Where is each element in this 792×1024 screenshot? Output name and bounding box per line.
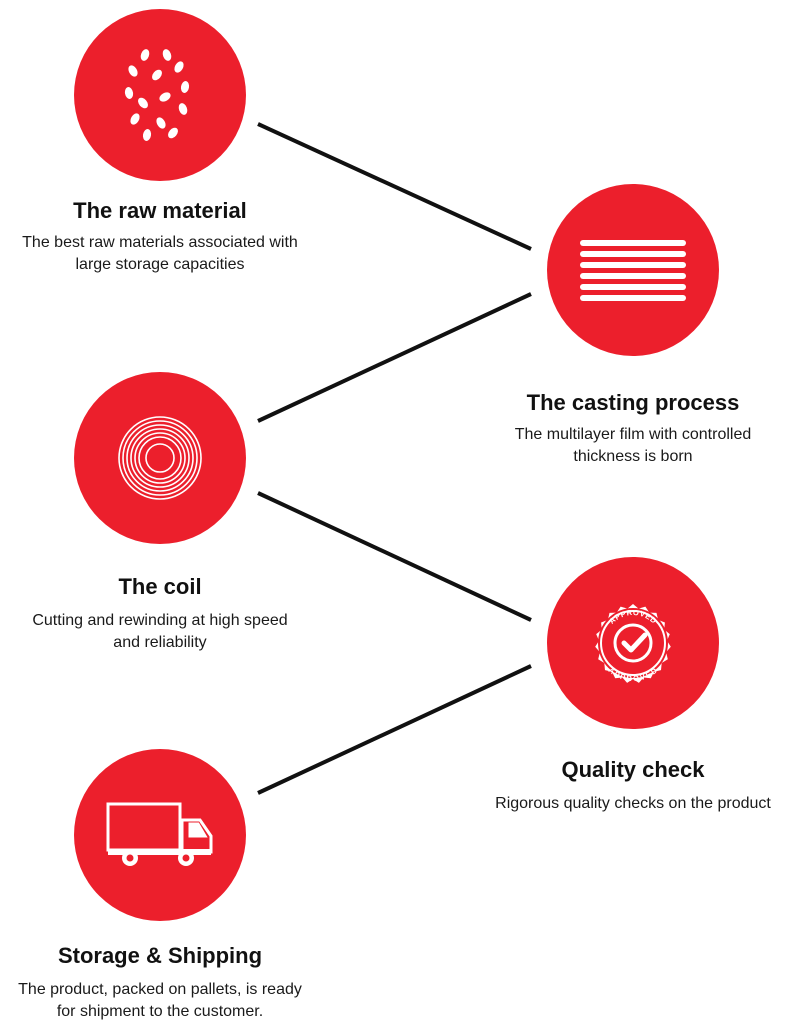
coil-circle xyxy=(74,372,246,544)
coil-icon xyxy=(118,416,202,500)
quality-check-text: Quality check Rigorous quality checks on… xyxy=(472,757,792,815)
quality-check-circle: APPROVED APPROVED xyxy=(547,557,719,729)
storage-shipping-description: The product, packed on pallets, is ready… xyxy=(18,981,302,1020)
layers-icon xyxy=(580,240,686,301)
casting-process-title: The casting process xyxy=(526,390,740,415)
storage-shipping-text: Storage & Shipping The product, packed o… xyxy=(0,943,320,1023)
seeds-icon xyxy=(124,49,190,141)
coil-title: The coil xyxy=(118,574,202,599)
connector-coil-to-quality xyxy=(257,491,532,622)
quality-check-title: Quality check xyxy=(561,757,705,782)
connector-quality-to-storage xyxy=(257,664,532,795)
casting-process-circle xyxy=(547,184,719,356)
raw-material-description: The best raw materials associated with l… xyxy=(22,234,298,273)
raw-material-text: The raw material The best raw materials … xyxy=(0,198,320,276)
casting-process-text: The casting process The multilayer film … xyxy=(473,390,792,468)
storage-shipping-circle xyxy=(74,749,246,921)
casting-process-description: The multilayer film with controlled thic… xyxy=(514,426,752,465)
storage-shipping-title: Storage & Shipping xyxy=(57,943,263,968)
coil-description: Cutting and rewinding at high speed and … xyxy=(32,612,288,651)
quality-check-description: Rigorous quality checks on the product xyxy=(495,795,771,812)
coil-text: The coil Cutting and rewinding at high s… xyxy=(0,574,320,654)
raw-material-title: The raw material xyxy=(73,198,247,223)
truck-icon xyxy=(106,802,213,866)
approved-seal-icon: APPROVED APPROVED xyxy=(595,604,671,683)
connector-raw-to-casting xyxy=(257,122,532,251)
raw-material-circle xyxy=(74,9,246,181)
connector-casting-to-coil xyxy=(257,292,532,423)
